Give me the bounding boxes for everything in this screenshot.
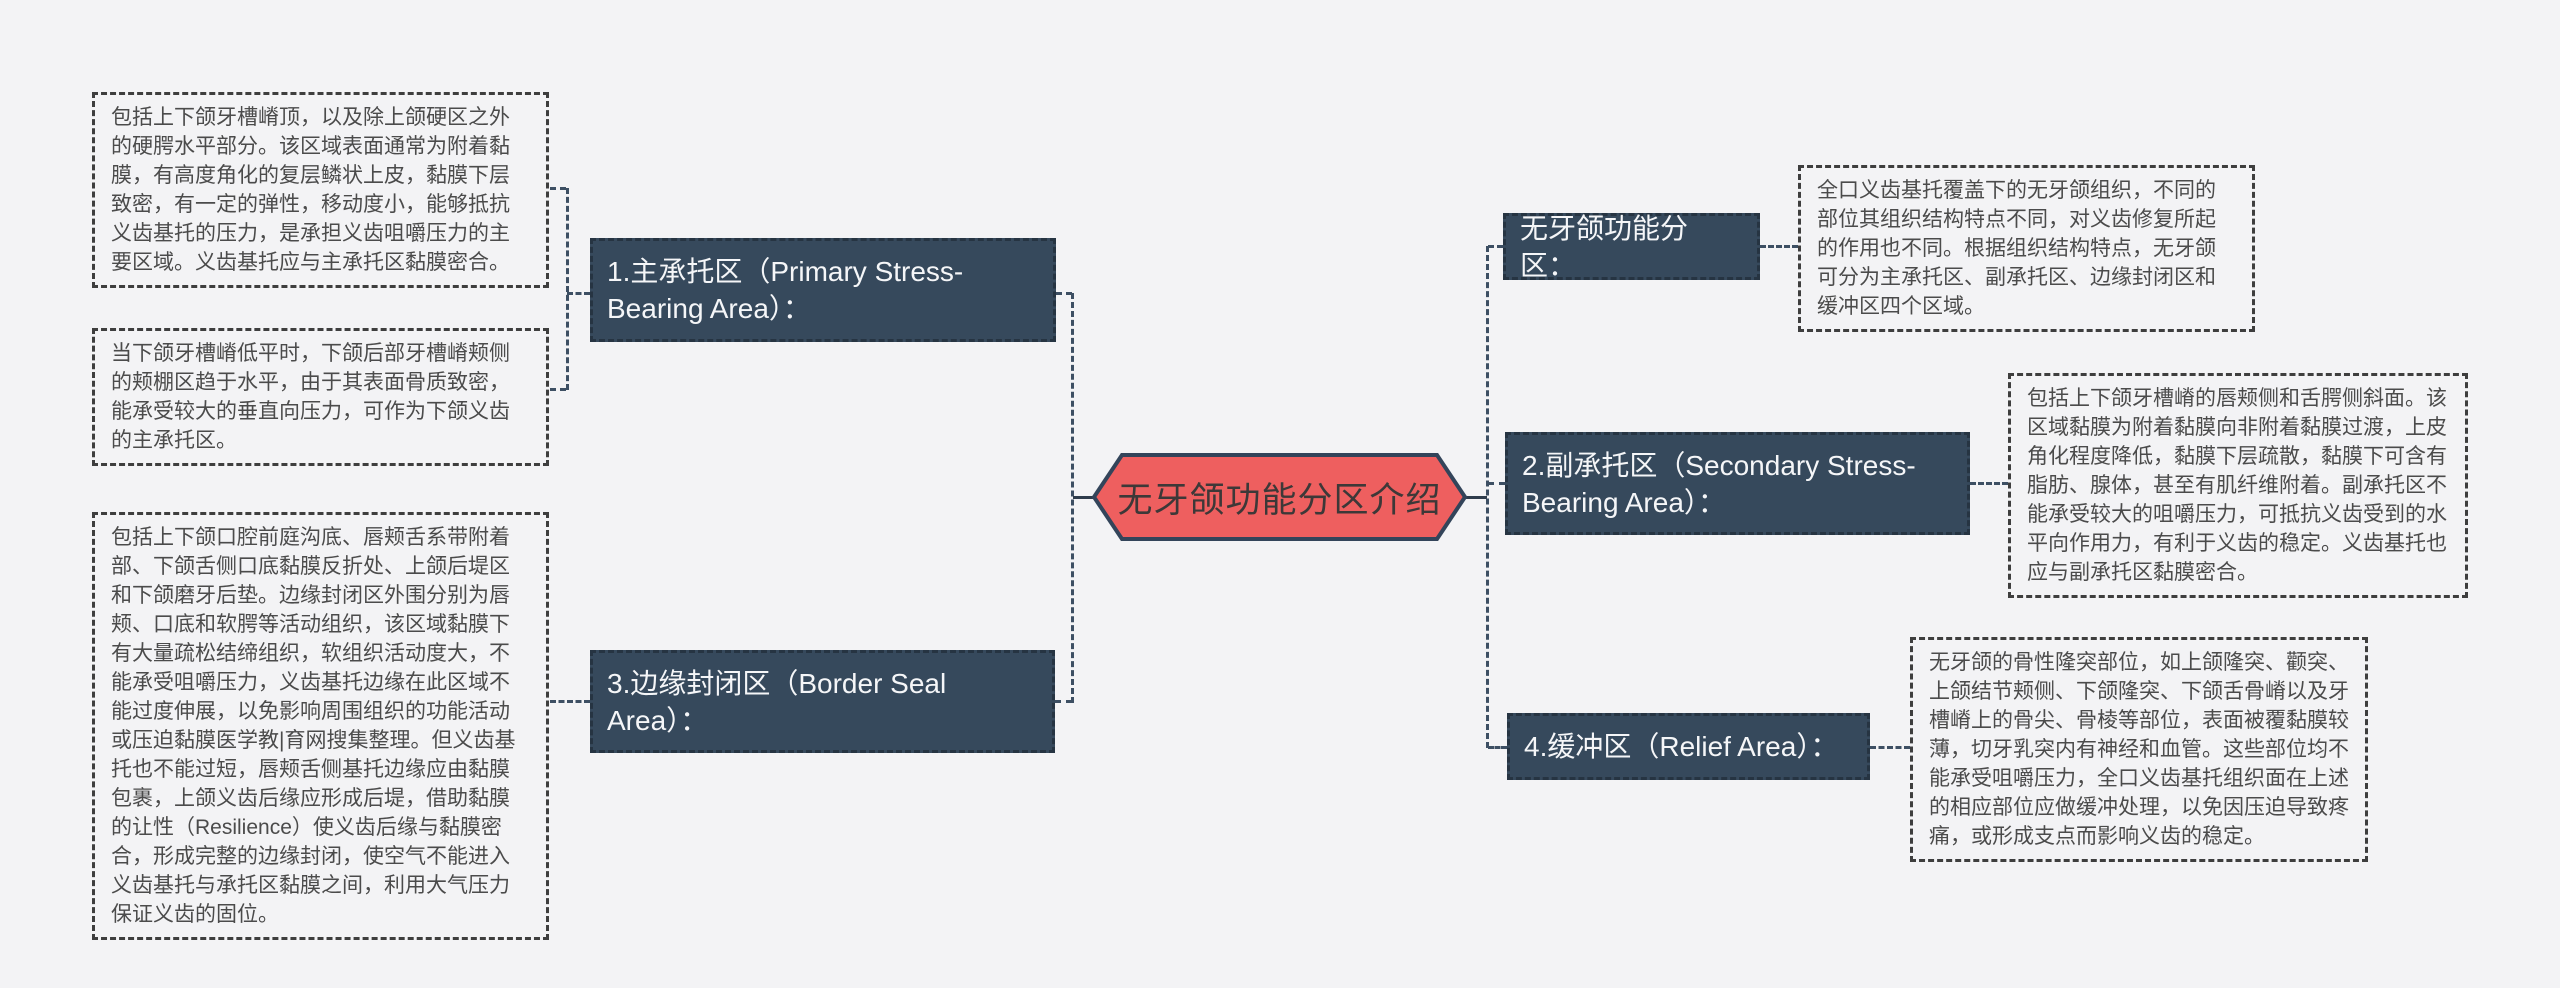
connector-zone2-note-line — [1970, 482, 2008, 485]
node-zone4-label: 4.缓冲区（Relief Area）： — [1524, 731, 1839, 762]
note-zone4-detail[interactable]: 无牙颌的骨性隆突部位，如上颌隆突、颧突、上颌结节颊侧、下颌隆突、下颌舌骨嵴以及牙… — [1910, 637, 2368, 862]
note-zone1-main[interactable]: 包括上下颌牙槽嵴顶，以及除上颌硬区之外的硬腭水平部分。该区域表面通常为附着黏膜，… — [92, 92, 549, 288]
node-zone1-label: 1.主承托区（Primary Stress-Bearing Area）： — [607, 256, 964, 324]
node-overview[interactable]: 无牙颌功能分区： — [1503, 213, 1760, 281]
note-overview-intro-text: 全口义齿基托覆盖下的无牙颌组织，不同的部位其组织结构特点不同，对义齿修复所起的作… — [1817, 179, 2216, 318]
note-zone2-detail[interactable]: 包括上下颌牙槽嵴的唇颊侧和舌腭侧斜面。该区域黏膜为附着黏膜向非附着黏膜过渡，上皮… — [2008, 373, 2468, 598]
connector-topic-left-stub — [1073, 496, 1093, 499]
note-overview-intro[interactable]: 全口义齿基托覆盖下的无牙颌组织，不同的部位其组织结构特点不同，对义齿修复所起的作… — [1798, 165, 2255, 332]
node-zone4[interactable]: 4.缓冲区（Relief Area）： — [1507, 713, 1870, 780]
connector-zone2-left-stub — [1488, 482, 1505, 485]
note-zone3-detail-text: 包括上下颌口腔前庭沟底、唇颊舌系带附着部、下颌舌侧口底黏膜反折处、上颌后堤区和下… — [111, 526, 516, 926]
node-overview-label: 无牙颌功能分区： — [1520, 212, 1689, 281]
connector-zone3-right-stub — [1055, 700, 1072, 703]
node-zone1[interactable]: 1.主承托区（Primary Stress-Bearing Area）： — [590, 238, 1056, 342]
connector-zone1-left-stub — [567, 292, 590, 295]
hexagon-shape — [1092, 453, 1467, 541]
connector-note-zone1-secondary-stub — [550, 388, 566, 391]
note-zone3-detail[interactable]: 包括上下颌口腔前庭沟底、唇颊舌系带附着部、下颌舌侧口底黏膜反折处、上颌后堤区和下… — [92, 512, 549, 940]
connector-zone3-note-line — [550, 700, 590, 703]
connector-overview-note-line — [1760, 245, 1798, 248]
note-zone1-secondary[interactable]: 当下颌牙槽嵴低平时，下颌后部牙槽嵴颊侧的颊棚区趋于水平，由于其表面骨质致密，能承… — [92, 328, 549, 466]
note-zone1-main-text: 包括上下颌牙槽嵴顶，以及除上颌硬区之外的硬腭水平部分。该区域表面通常为附着黏膜，… — [111, 106, 510, 274]
note-zone1-secondary-text: 当下颌牙槽嵴低平时，下颌后部牙槽嵴颊侧的颊棚区趋于水平，由于其表面骨质致密，能承… — [111, 342, 510, 452]
node-zone3-label: 3.边缘封闭区（Border Seal Area）： — [607, 667, 947, 736]
connector-topic-right-stub — [1466, 496, 1487, 499]
connector-zone4-note-line — [1870, 746, 1910, 749]
note-zone4-detail-text: 无牙颌的骨性隆突部位，如上颌隆突、颧突、上颌结节颊侧、下颌隆突、下颌舌骨嵴以及牙… — [1929, 651, 2349, 848]
connector-overview-left-stub — [1488, 245, 1503, 248]
central-topic-label: 无牙颌功能分区介绍 — [1117, 480, 1442, 520]
central-topic[interactable]: 无牙颌功能分区介绍 — [1092, 452, 1467, 542]
node-zone2-label: 2.副承托区（Secondary Stress-Bearing Area）： — [1522, 449, 1916, 518]
connector-note-zone1-main-stub — [550, 187, 566, 190]
connector-left-bracket-vertical — [566, 188, 569, 390]
connector-zone4-left-stub — [1488, 746, 1507, 749]
connector-right-trunk-vertical — [1486, 246, 1489, 748]
node-zone3[interactable]: 3.边缘封闭区（Border Seal Area）： — [590, 650, 1055, 753]
note-zone2-detail-text: 包括上下颌牙槽嵴的唇颊侧和舌腭侧斜面。该区域黏膜为附着黏膜向非附着黏膜过渡，上皮… — [2027, 387, 2447, 584]
node-zone2[interactable]: 2.副承托区（Secondary Stress-Bearing Area）： — [1505, 432, 1970, 535]
connector-zone1-right-stub — [1056, 292, 1072, 295]
connector-left-trunk-vertical — [1071, 293, 1074, 703]
